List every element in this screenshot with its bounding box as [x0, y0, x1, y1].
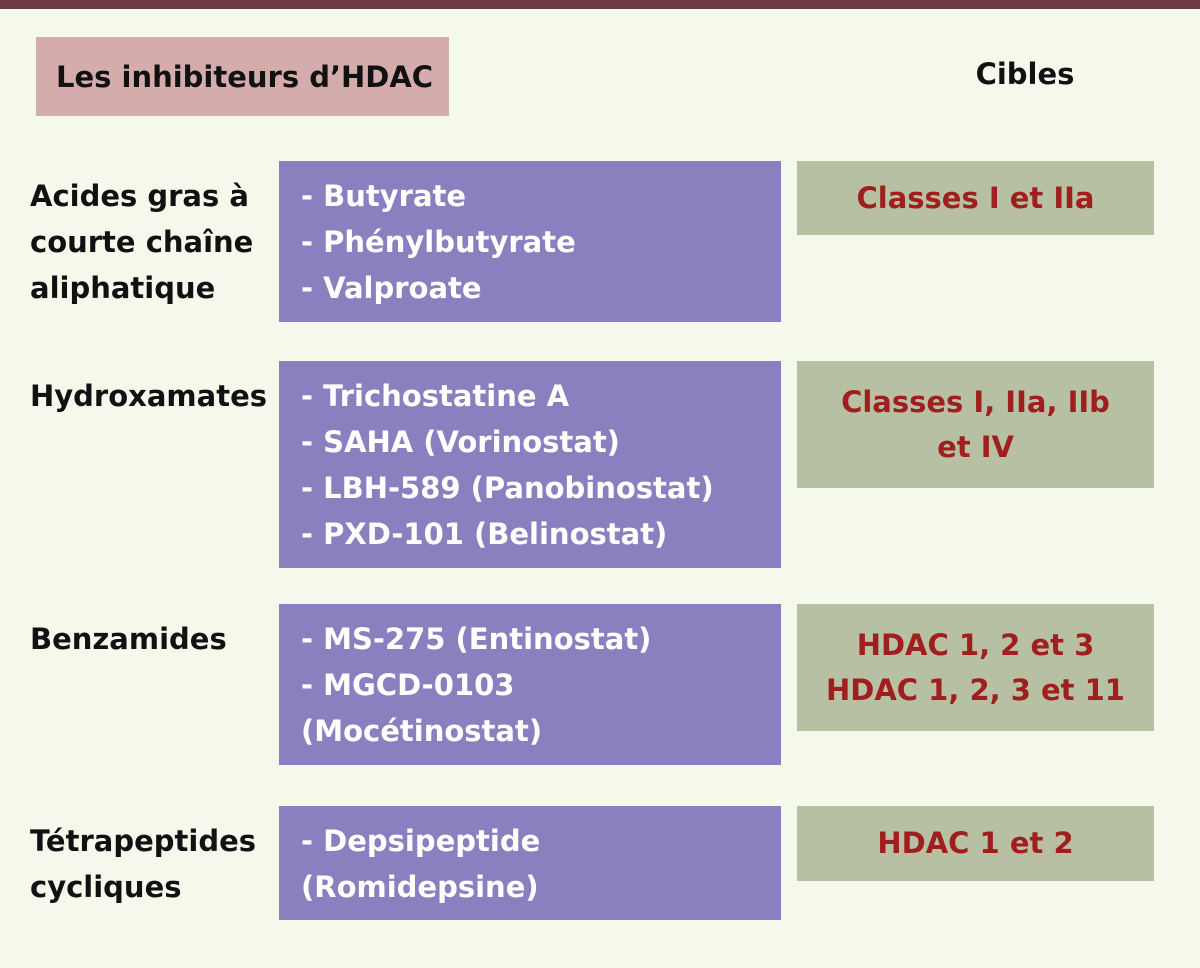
class-label-line: courte chaîne — [30, 225, 254, 259]
class-label-line: cycliques — [30, 870, 182, 904]
drug-item: - MGCD-0103 — [301, 668, 515, 702]
target-text: HDAC 1, 2 et 3 — [856, 627, 1095, 662]
target-text: et IV — [937, 429, 1014, 464]
target-box-benzamides: HDAC 1, 2 et 3 HDAC 1, 2, 3 et 11 — [797, 604, 1154, 731]
drug-item: - LBH-589 (Panobinostat) — [301, 471, 714, 505]
class-label-line: Acides gras à — [30, 179, 249, 213]
drug-item: (Romidepsine) — [301, 870, 539, 904]
class-label-tetrapeptides: Tétrapeptides cycliques — [30, 818, 256, 910]
class-label-line: Benzamides — [30, 622, 227, 656]
top-border — [0, 0, 1200, 9]
drug-item: - Butyrate — [301, 179, 467, 213]
target-box-fatty-acids: Classes I et IIa — [797, 161, 1154, 235]
drug-list-fatty-acids: - Butyrate - Phénylbutyrate - Valproate — [279, 161, 781, 322]
target-text: Classes I, IIa, IIb — [841, 384, 1110, 419]
target-box-hydroxamates: Classes I, IIa, IIb et IV — [797, 361, 1154, 488]
table-title: Les inhibiteurs d’HDAC — [36, 37, 449, 116]
class-label-line: Tétrapeptides — [30, 824, 257, 858]
targets-column-header: Cibles — [975, 57, 1075, 91]
drug-list-hydroxamates: - Trichostatine A - SAHA (Vorinostat) - … — [279, 361, 781, 568]
drug-list-tetrapeptides: - Depsipeptide (Romidepsine) — [279, 806, 781, 920]
drug-item: - MS-275 (Entinostat) — [301, 622, 652, 656]
drug-list-benzamides: - MS-275 (Entinostat) - MGCD-0103 (Mocét… — [279, 604, 781, 765]
drug-item: - PXD-101 (Belinostat) — [301, 517, 668, 551]
drug-item: - SAHA (Vorinostat) — [301, 425, 620, 459]
target-text: Classes I et IIa — [856, 180, 1095, 215]
drug-item: - Depsipeptide — [301, 824, 541, 858]
drug-item: - Trichostatine A — [301, 379, 570, 413]
class-label-line: Hydroxamates — [30, 379, 268, 413]
drug-item: - Phénylbutyrate — [301, 225, 576, 259]
class-label-hydroxamates: Hydroxamates — [30, 373, 267, 419]
drug-item: - Valproate — [301, 271, 482, 305]
class-label-fatty-acids: Acides gras à courte chaîne aliphatique — [30, 173, 253, 311]
drug-item: (Mocétinostat) — [301, 714, 543, 748]
target-text: HDAC 1, 2, 3 et 11 — [825, 672, 1125, 707]
class-label-benzamides: Benzamides — [30, 616, 227, 662]
table-title-text: Les inhibiteurs d’HDAC — [56, 59, 434, 94]
target-text: HDAC 1 et 2 — [877, 826, 1074, 860]
target-box-tetrapeptides: HDAC 1 et 2 — [797, 806, 1154, 881]
class-label-line: aliphatique — [30, 271, 216, 305]
